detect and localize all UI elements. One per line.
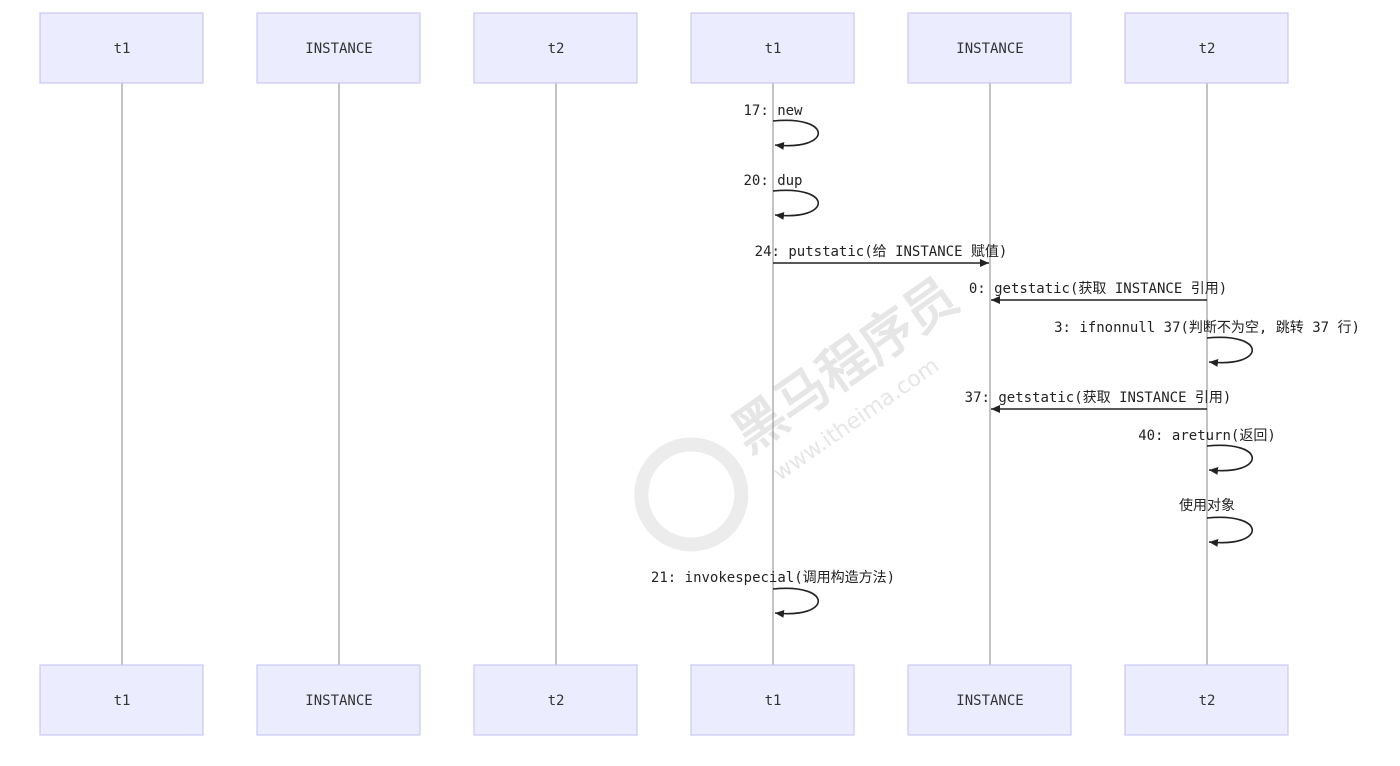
message-label: 20: dup: [743, 173, 802, 189]
messages: 17: new 20: dup 24: putstatic(给 INSTANCE…: [651, 103, 1360, 618]
actor-label: t1: [765, 693, 782, 709]
actor-box: t2: [1124, 664, 1289, 736]
actor-box: t1: [690, 664, 855, 736]
watermark-logo: 黑马程序员 www.itheima.com: [634, 267, 969, 552]
actor-box: t2: [1124, 12, 1289, 84]
message-t2-to-instance: 37: getstatic(获取 INSTANCE 引用): [965, 390, 1232, 413]
actor-box: INSTANCE: [256, 664, 421, 736]
actor-box: t1: [39, 12, 204, 84]
message-t2-to-instance: 0: getstatic(获取 INSTANCE 引用): [969, 281, 1227, 304]
actor-label: t2: [1199, 41, 1216, 57]
actors-top: t1 INSTANCE t2 t1 INSTANCE t2: [39, 12, 1289, 84]
actor-box: t1: [690, 12, 855, 84]
actor-label: t2: [548, 41, 565, 57]
message-self-t1: 17: new: [743, 103, 819, 150]
message-label: 使用对象: [1179, 497, 1235, 514]
message-self-t2: 40: areturn(返回): [1138, 428, 1276, 475]
message-t1-to-instance: 24: putstatic(给 INSTANCE 赋值): [755, 244, 1008, 267]
message-label: 24: putstatic(给 INSTANCE 赋值): [755, 244, 1008, 260]
message-label: 3: ifnonnull 37(判断不为空, 跳转 37 行): [1054, 320, 1360, 336]
actor-box: INSTANCE: [907, 12, 1072, 84]
actor-box: t1: [39, 664, 204, 736]
actor-box: t2: [473, 12, 638, 84]
actor-label: t2: [1199, 693, 1216, 709]
message-label: 0: getstatic(获取 INSTANCE 引用): [969, 281, 1227, 297]
message-label: 40: areturn(返回): [1138, 428, 1276, 444]
message-self-t1: 20: dup: [743, 173, 819, 220]
actor-box: INSTANCE: [256, 12, 421, 84]
message-label: 21: invokespecial(调用构造方法): [651, 570, 895, 586]
message-self-t2: 使用对象: [1179, 497, 1253, 547]
actor-label: t1: [765, 41, 782, 57]
message-self-t1: 21: invokespecial(调用构造方法): [651, 570, 895, 618]
actor-box: INSTANCE: [907, 664, 1072, 736]
actor-label: t2: [548, 693, 565, 709]
actor-box: t2: [473, 664, 638, 736]
message-self-t2: 3: ifnonnull 37(判断不为空, 跳转 37 行): [1054, 320, 1360, 367]
actor-label: INSTANCE: [956, 41, 1023, 57]
actor-label: INSTANCE: [305, 41, 372, 57]
actors-bottom: t1 INSTANCE t2 t1 INSTANCE t2: [39, 664, 1289, 736]
actor-label: t1: [114, 41, 131, 57]
actor-label: INSTANCE: [305, 693, 372, 709]
lifelines: [121, 83, 1208, 665]
actor-label: t1: [114, 693, 131, 709]
message-label: 17: new: [743, 103, 803, 119]
actor-label: INSTANCE: [956, 693, 1023, 709]
message-label: 37: getstatic(获取 INSTANCE 引用): [965, 390, 1232, 406]
